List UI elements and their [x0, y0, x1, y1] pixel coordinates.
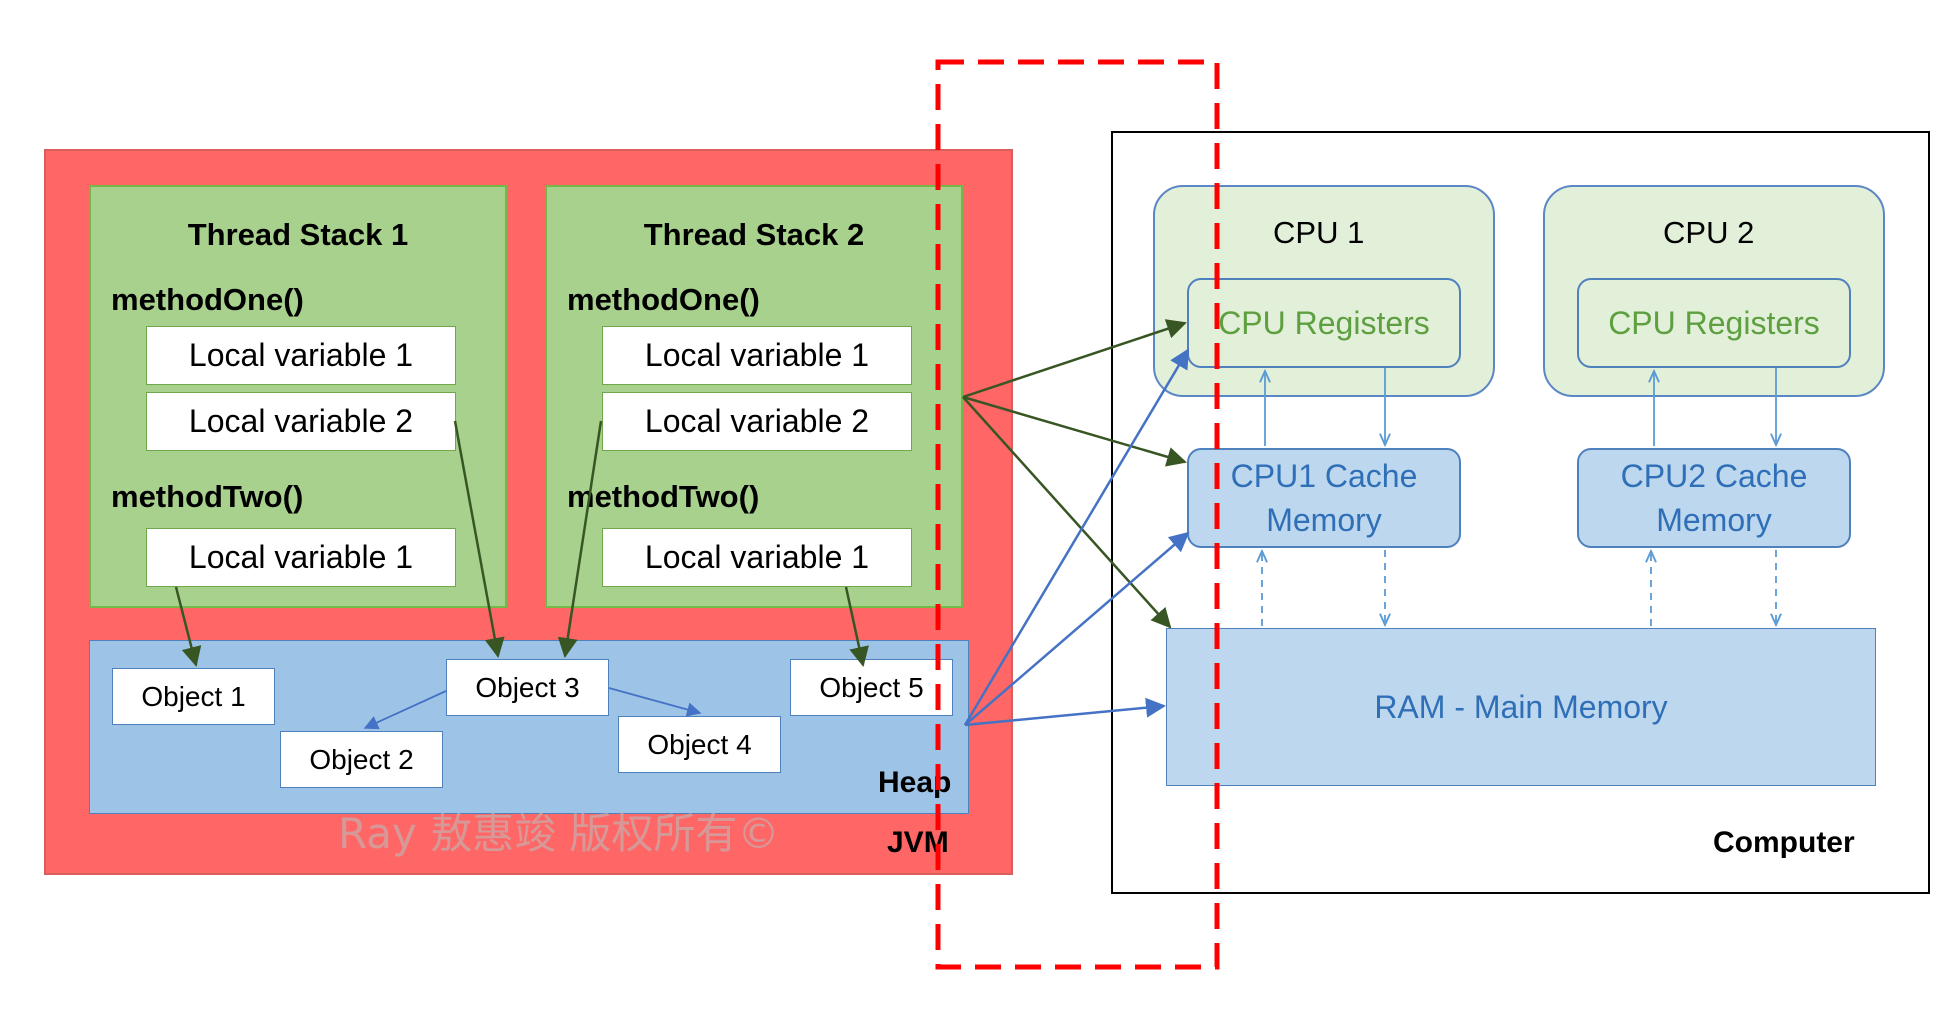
- cpu-1-cache-line-1: CPU1 Cache: [1230, 458, 1418, 494]
- thread-stack-1-method-two-local-variable-1: Local variable 1: [146, 528, 456, 587]
- thread-stack-1-method-two: methodTwo(): [111, 479, 304, 514]
- computer-label: Computer: [1713, 826, 1855, 859]
- arrow-ts1-lv2-to-object-3: [453, 420, 505, 658]
- thread-stack-2-method-two-local-variable-1: Local variable 1: [602, 528, 912, 587]
- arrow-heap-to-cache: [964, 531, 1190, 726]
- heap-object-3: Object 3: [446, 659, 609, 716]
- arrow-ts2-lv2-to-object-3: [557, 420, 603, 658]
- thread-stack-1-title: Thread Stack 1: [187, 217, 409, 252]
- heap-object-references: [363, 687, 702, 730]
- cpu-1-registers: CPU Registers: [1187, 278, 1461, 368]
- heap-object-1: Object 1: [112, 668, 275, 725]
- cpu-2-title: CPU 2: [1663, 215, 1755, 250]
- arrow-object-3-to-object-4: [608, 687, 702, 717]
- cpu-2-cache-line-2: Memory: [1656, 502, 1772, 538]
- heap-object-5: Object 5: [790, 659, 953, 716]
- arrow-stack-to-cache: [962, 395, 1187, 467]
- cpu-2-registers: CPU Registers: [1577, 278, 1851, 368]
- watermark: Ray 敖惠竣 版权所有©: [338, 809, 780, 858]
- thread-stack-2-title: Thread Stack 2: [643, 217, 865, 252]
- thread-stack-1: Thread Stack 1 methodOne() Local variabl…: [89, 185, 507, 608]
- cache-ram-arrows: [1262, 550, 1776, 626]
- arrow-stack-to-cpu-registers: [962, 319, 1187, 399]
- thread-stack-2-local-variable-2: Local variable 2: [602, 392, 912, 451]
- arrow-heap-to-cpu-registers: [963, 348, 1190, 726]
- cpu-1-title: CPU 1: [1273, 215, 1365, 250]
- stack-to-heap-arrows: [174, 420, 869, 667]
- cpu-2-cache-line-1: CPU2 Cache: [1620, 458, 1808, 494]
- heap-object-2: Object 2: [280, 731, 443, 788]
- arrow-ts2-lv-to-object-5: [844, 586, 869, 667]
- thread-stack-2-method-one: methodOne(): [567, 282, 760, 317]
- thread-stack-2-method-two: methodTwo(): [567, 479, 760, 514]
- ram-main-memory: RAM - Main Memory: [1166, 628, 1876, 786]
- thread-stack-1-method-one: methodOne(): [111, 282, 304, 317]
- thread-stack-2-local-variable-1: Local variable 1: [602, 326, 912, 385]
- thread-stack-2: Thread Stack 2 methodOne() Local variabl…: [545, 185, 963, 608]
- thread-stack-1-local-variable-1: Local variable 1: [146, 326, 456, 385]
- cpu-2-cache-memory: CPU2 Cache Memory: [1577, 448, 1851, 548]
- heap-to-hardware-arrows: [963, 348, 1190, 727]
- arrow-ts1-lv-to-object-1: [174, 586, 202, 667]
- arrow-stack-to-ram: [962, 396, 1172, 629]
- cpu-1-cache-line-2: Memory: [1266, 502, 1382, 538]
- cpu-1-cache-memory: CPU1 Cache Memory: [1187, 448, 1461, 548]
- arrow-object-3-to-object-2: [363, 690, 447, 730]
- register-cache-arrows: [1265, 368, 1776, 446]
- highlight-dashed-region: [935, 59, 1220, 970]
- stack-to-hardware-arrows: [962, 319, 1187, 629]
- arrow-heap-to-ram: [964, 697, 1166, 727]
- thread-stack-1-local-variable-2: Local variable 2: [146, 392, 456, 451]
